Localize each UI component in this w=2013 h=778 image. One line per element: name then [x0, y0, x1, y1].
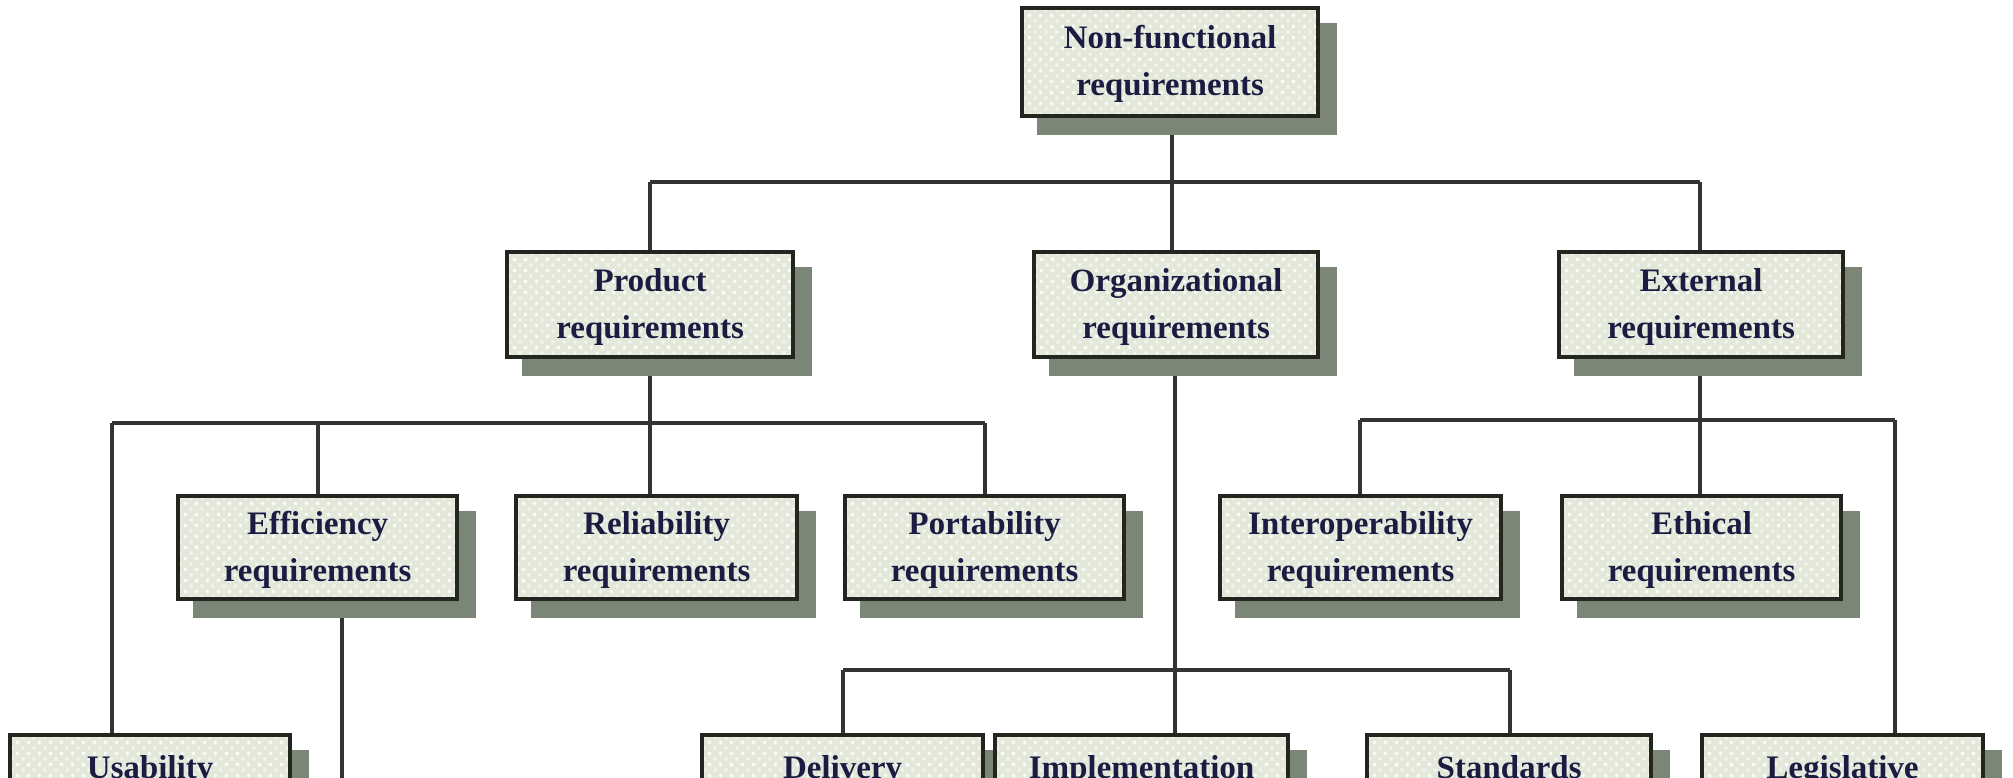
node-label: requirements	[223, 552, 412, 589]
node-product-requirements: Product requirements	[505, 250, 795, 359]
node-label: requirements	[562, 552, 751, 589]
node-usability: Usability	[8, 733, 292, 778]
node-non-functional-requirements: Non-functional requirements	[1020, 6, 1320, 118]
node-standards: Standards	[1365, 733, 1653, 778]
node-label: Standards	[1436, 750, 1582, 778]
node-label: Organizational	[1069, 262, 1283, 299]
node-legislative: Legislative	[1700, 733, 1985, 778]
node-label: Product	[593, 262, 707, 299]
node-label: requirements	[1076, 67, 1264, 103]
node-label: Implementation	[1028, 750, 1255, 778]
node-label: requirements	[1266, 552, 1455, 589]
node-label: Usability	[86, 750, 214, 778]
node-implementation: Implementation	[993, 733, 1290, 778]
node-external-requirements: External requirements	[1557, 250, 1845, 359]
node-label: requirements	[1082, 309, 1270, 346]
node-label: Interoperability	[1248, 505, 1473, 542]
node-label: requirements	[1607, 552, 1796, 589]
node-efficiency-requirements: Efficiency requirements	[176, 494, 459, 601]
node-interoperability-requirements: Interoperability requirements	[1218, 494, 1503, 601]
node-label: Efficiency	[246, 505, 389, 542]
node-portability-requirements: Portability requirements	[843, 494, 1126, 601]
node-label: Portability	[908, 505, 1061, 542]
node-label: External	[1639, 262, 1763, 299]
node-label: Legislative	[1766, 750, 1919, 778]
node-label: requirements	[1607, 309, 1795, 346]
node-delivery: Delivery	[700, 733, 985, 778]
node-label: Delivery	[782, 750, 903, 778]
node-ethical-requirements: Ethical requirements	[1560, 494, 1843, 601]
node-label: requirements	[556, 309, 744, 346]
node-label: Non-functional	[1063, 20, 1277, 57]
node-label: requirements	[890, 552, 1079, 589]
node-organizational-requirements: Organizational requirements	[1032, 250, 1320, 359]
node-label: Ethical	[1651, 505, 1752, 542]
node-reliability-requirements: Reliability requirements	[514, 494, 799, 601]
node-label: Reliability	[583, 505, 730, 542]
